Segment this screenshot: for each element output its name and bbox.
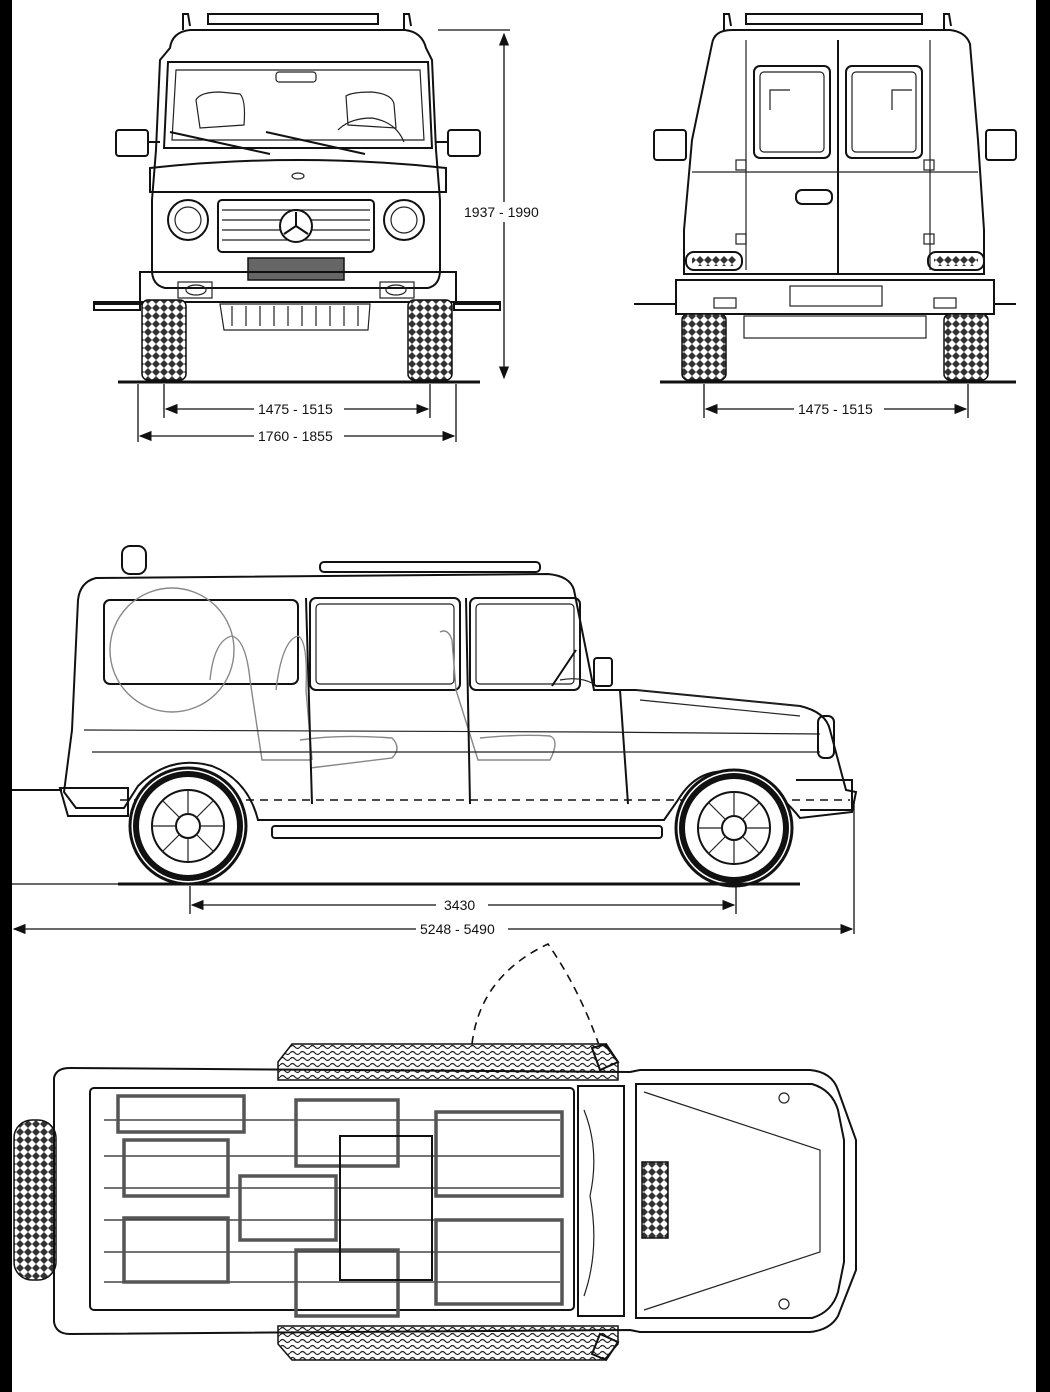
- front-height-label: 1937 - 1990: [464, 204, 539, 220]
- rear-view: 1475 - 1515: [634, 13, 1017, 419]
- side-view: 3430 5248 - 5490: [12, 545, 858, 939]
- top-view: [13, 942, 857, 1362]
- front-width-label: 1760 - 1855: [258, 428, 333, 444]
- wheelbase-label: 3430: [444, 897, 475, 913]
- rear-track-label: 1475 - 1515: [798, 401, 873, 417]
- overall-length-label: 5248 - 5490: [420, 921, 495, 937]
- front-track-label: 1475 - 1515: [258, 401, 333, 417]
- front-license-plate: [247, 257, 345, 281]
- front-view: 1937 - 1990 1475 - 1515 1760 - 1855: [93, 13, 550, 446]
